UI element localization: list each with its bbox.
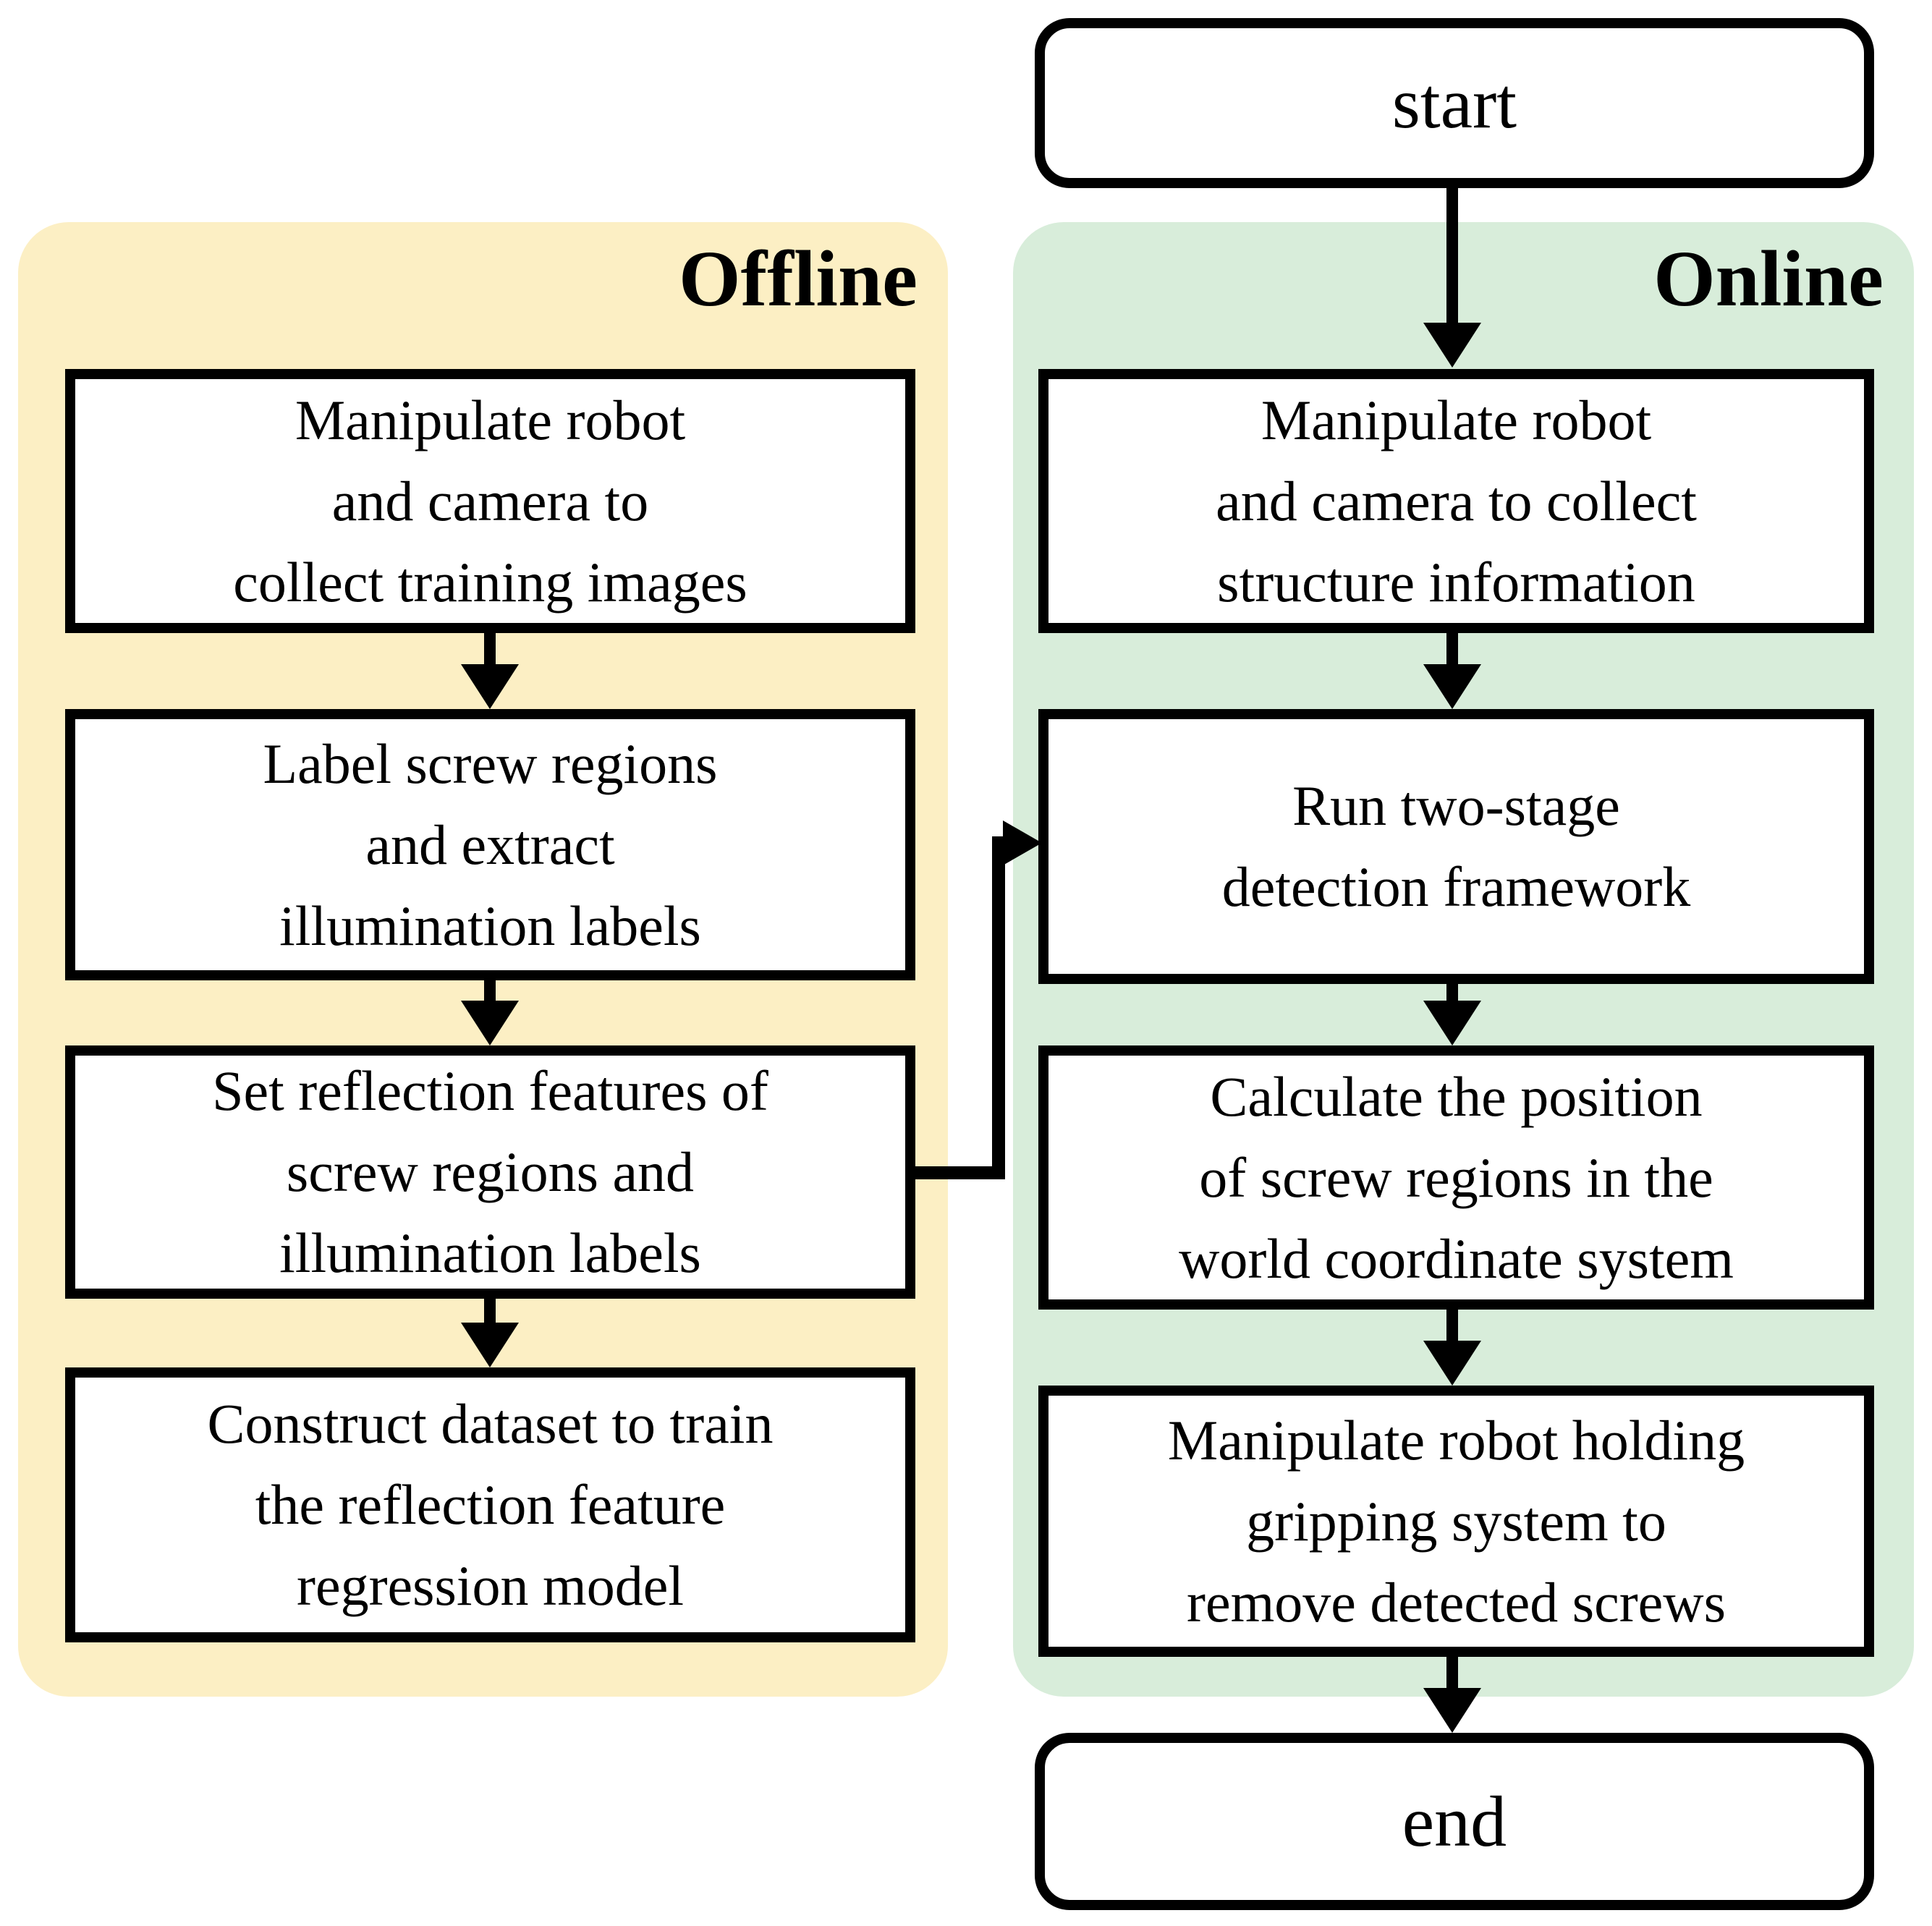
online-step-run-two-stage-detection: Run two-stage detection framework [1038, 709, 1874, 984]
step-text-line: Manipulate robot [1261, 388, 1652, 451]
end-label: end [1402, 1781, 1507, 1862]
start-node: start [1035, 18, 1874, 188]
start-label: start [1391, 62, 1517, 143]
online-panel-label: Online [1653, 234, 1884, 323]
step-text-line: detection framework [1221, 855, 1691, 918]
step-text-line: structure information [1217, 550, 1695, 614]
step-text-line: Run two-stage [1292, 774, 1620, 837]
end-node: end [1035, 1733, 1874, 1910]
step-text-line: and camera to collect [1216, 469, 1697, 533]
step-text-line: Set reflection features of [212, 1059, 768, 1122]
step-text-line: remove detected screws [1187, 1570, 1726, 1634]
offline-step-set-reflection-features: Set reflection features of screw regions… [65, 1045, 915, 1299]
step-text-line: Calculate the position [1210, 1064, 1703, 1128]
step-text-line: Manipulate robot [295, 388, 686, 451]
offline-step-label-screw-regions: Label screw regions and extract illumina… [65, 709, 915, 980]
step-text-line: gripping system to [1246, 1489, 1666, 1553]
offline-panel-label: Offline [679, 234, 918, 323]
offline-step-construct-dataset: Construct dataset to train the reflectio… [65, 1367, 915, 1642]
step-text-line: Construct dataset to train [207, 1392, 774, 1455]
step-text-line: and camera to [331, 469, 649, 533]
step-text-line: Manipulate robot holding [1167, 1408, 1745, 1472]
step-text-line: screw regions and [286, 1140, 695, 1203]
offline-step-collect-training-images: Manipulate robot and camera to collect t… [65, 369, 915, 633]
step-text-line: illumination labels [279, 894, 701, 957]
online-step-remove-detected-screws: Manipulate robot holding gripping system… [1038, 1386, 1874, 1657]
step-text-line: regression model [296, 1554, 685, 1617]
online-step-calculate-position: Calculate the position of screw regions … [1038, 1045, 1874, 1310]
step-text-line: collect training images [233, 550, 747, 614]
step-text-line: Label screw regions [263, 731, 718, 795]
step-text-line: world coordinate system [1179, 1226, 1734, 1290]
step-text-line: of screw regions in the [1199, 1145, 1713, 1209]
step-text-line: illumination labels [279, 1221, 701, 1284]
step-text-line: the reflection feature [255, 1473, 726, 1536]
online-step-collect-structure-information: Manipulate robot and camera to collect s… [1038, 369, 1874, 633]
step-text-line: and extract [365, 813, 615, 876]
